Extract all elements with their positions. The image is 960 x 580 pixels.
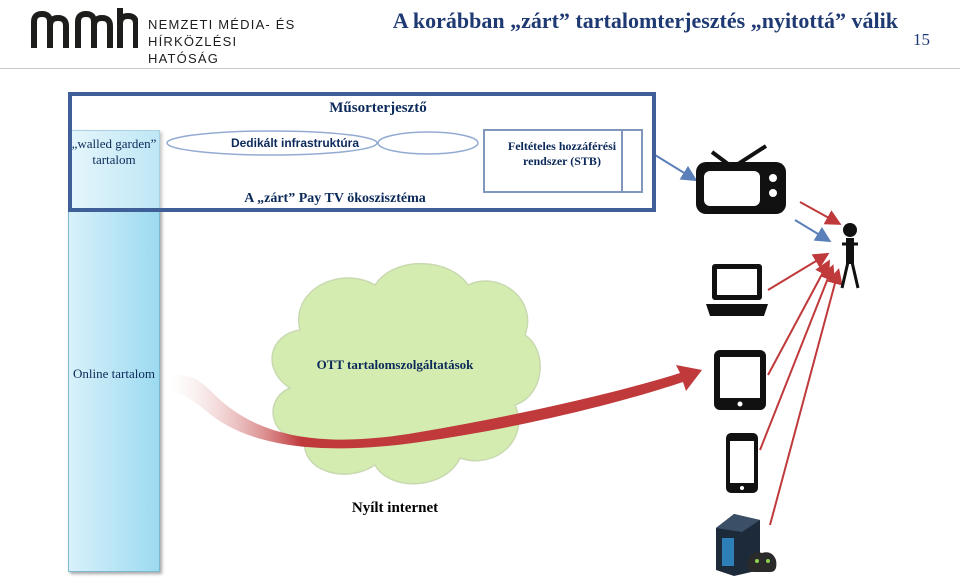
slide-title: A korábban „zárt” tartalomterjesztés „ny… [392, 8, 898, 33]
tv-to-viewer-blue-arrow [794, 219, 832, 243]
ott-cloud [271, 262, 541, 485]
open-internet-label: Nyílt internet [351, 500, 439, 516]
content-column [68, 130, 160, 572]
nmhh-logo-mark [31, 8, 138, 48]
online-delivery-arrow [168, 365, 702, 449]
laptop-icon [706, 264, 768, 316]
paytv-ecosystem-label: A „zárt” Pay TV ökoszisztéma [244, 191, 426, 206]
logo-text-line-1: NEMZETI MÉDIA- ÉS [148, 17, 296, 32]
infrastructure-pipe-left [166, 130, 378, 156]
online-content-label: Online tartalom [73, 366, 155, 381]
tv-to-viewer-arrow [799, 201, 842, 225]
page-number: 15 [913, 30, 930, 49]
stb-label: Feltételes hozzáférési rendszer (STB) [507, 139, 617, 168]
tablet-to-viewer-arrow [767, 259, 830, 376]
walled-garden-label: „walled garden” tartalom [71, 136, 157, 167]
operator-box [68, 92, 656, 212]
stb-box [483, 129, 643, 193]
header-divider [0, 68, 960, 69]
stb-to-tv-arrow [654, 154, 698, 182]
phone-to-viewer-arrow [759, 264, 836, 451]
infrastructure-pipe-right [377, 131, 479, 155]
console-to-viewer-arrow [769, 268, 843, 526]
operator-title: Műsorterjesztő [329, 100, 427, 116]
viewer-person-icon [840, 223, 860, 289]
logo-text-line-2: HÍRKÖZLÉSI HATÓSÁG [148, 34, 238, 66]
smartphone-icon [726, 433, 758, 493]
game-console-icon [716, 514, 777, 576]
tablet-icon [714, 350, 766, 410]
ott-services-label: OTT tartalomszolgáltatások [316, 357, 474, 372]
tv-icon [696, 144, 786, 214]
infrastructure-label: Dedikált infrastruktúra [230, 136, 360, 150]
nmhh-logo-text: NEMZETI MÉDIA- ÉS HÍRKÖZLÉSI HATÓSÁG [148, 16, 298, 67]
